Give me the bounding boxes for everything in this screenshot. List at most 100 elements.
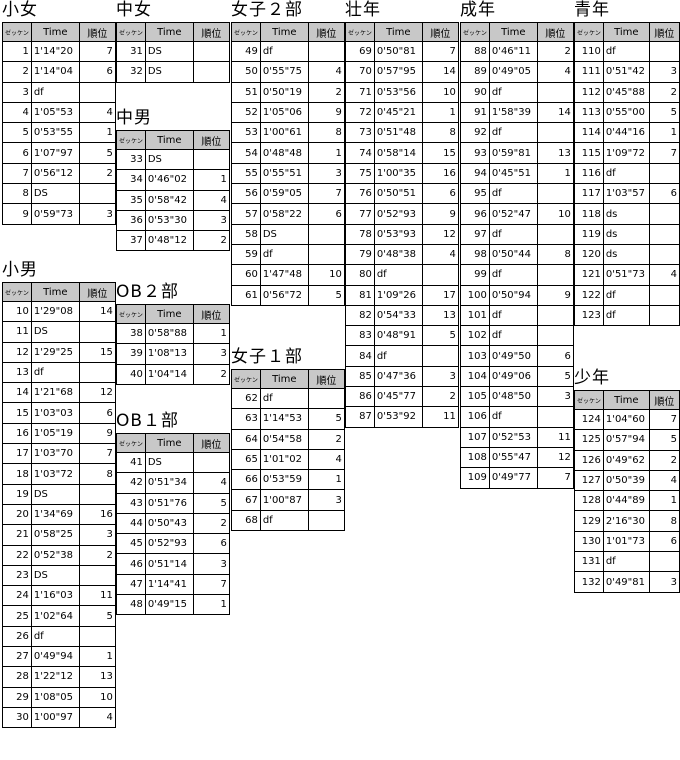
time-cell: 0'57"95 — [373, 61, 423, 83]
time-cell: 1'03"70 — [30, 443, 80, 465]
time-cell: DS — [30, 564, 80, 587]
rank-cell — [307, 40, 345, 63]
time-cell: 0'49"15 — [144, 594, 194, 616]
header-bib: ゼッケン — [574, 390, 604, 410]
rank-cell: 1 — [78, 646, 116, 668]
rank-cell: 7 — [648, 142, 680, 164]
bib-cell: 55 — [231, 162, 261, 185]
rank-cell: 10 — [78, 686, 116, 708]
bib-cell: 58 — [231, 223, 261, 245]
time-cell: 0'54"58 — [259, 428, 309, 450]
rank-cell: 1 — [192, 169, 230, 191]
bib-cell: 5 — [2, 122, 32, 144]
bib-cell: 29 — [2, 686, 32, 708]
group-title: 女子２部 — [231, 0, 303, 20]
bib-cell: 65 — [231, 448, 261, 471]
rank-cell: 5 — [78, 142, 116, 164]
rank-cell: 3 — [307, 489, 345, 511]
time-cell: 1'21"68 — [30, 382, 80, 404]
time-cell: 0'49"05 — [488, 61, 538, 83]
time-cell: df — [30, 81, 80, 103]
rank-cell: 4 — [192, 189, 230, 211]
time-cell: df — [602, 304, 650, 327]
rank-cell — [648, 284, 680, 306]
rank-cell: 17 — [421, 284, 459, 306]
bib-cell: 49 — [231, 40, 261, 63]
bib-cell: 51 — [231, 81, 261, 103]
rank-cell: 1 — [307, 142, 345, 164]
time-cell: 0'51"76 — [144, 492, 194, 514]
bib-cell: 11 — [2, 321, 32, 343]
bib-cell: 18 — [2, 463, 32, 485]
time-cell: df — [488, 264, 538, 286]
time-cell: 0'49"62 — [602, 449, 650, 471]
header-bib: ゼッケン — [2, 282, 32, 302]
time-cell: 1'00"87 — [259, 489, 309, 511]
time-cell: 1'58"39 — [488, 101, 538, 124]
bib-cell: 42 — [116, 472, 146, 494]
bib-cell: 39 — [116, 343, 146, 365]
header-time: Time — [144, 433, 194, 453]
rank-cell — [307, 223, 345, 245]
header-rank: 順位 — [78, 282, 116, 302]
time-cell: 1'29"08 — [30, 300, 80, 323]
time-cell: 0'51"14 — [144, 553, 194, 575]
rank-cell: 2 — [307, 428, 345, 450]
rank-cell: 1 — [192, 322, 230, 345]
time-cell: 0'44"89 — [602, 490, 650, 512]
time-cell: 0'50"81 — [373, 40, 423, 63]
rank-cell — [78, 361, 116, 384]
time-cell: 0'52"38 — [30, 544, 80, 566]
time-cell: 0'59"81 — [488, 142, 538, 164]
bib-cell: 78 — [345, 223, 375, 245]
bib-cell: 61 — [231, 284, 261, 306]
time-cell: 0'56"72 — [259, 284, 309, 306]
bib-cell: 122 — [574, 284, 604, 306]
time-cell: df — [259, 509, 309, 532]
rank-cell: 2 — [78, 544, 116, 566]
time-cell: df — [602, 162, 650, 185]
header-bib: ゼッケン — [116, 130, 146, 150]
time-cell: 1'00"35 — [373, 162, 423, 185]
time-cell: 0'50"39 — [602, 469, 650, 492]
bib-cell: 83 — [345, 325, 375, 347]
bib-cell: 102 — [460, 325, 490, 347]
rank-cell: 6 — [78, 61, 116, 83]
rank-cell: 13 — [78, 666, 116, 688]
bib-cell: 12 — [2, 341, 32, 363]
time-cell: df — [259, 387, 309, 410]
group-title: OB２部 — [116, 282, 180, 302]
group-title: 青年 — [574, 0, 610, 20]
bib-cell: 66 — [231, 469, 261, 491]
group-title: OB１部 — [116, 411, 180, 431]
rank-cell: 1 — [648, 122, 680, 144]
bib-cell: 100 — [460, 284, 490, 306]
rank-cell: 3 — [78, 524, 116, 546]
bib-cell: 70 — [345, 61, 375, 83]
time-cell: 1'09"26 — [373, 284, 423, 306]
bib-cell: 98 — [460, 243, 490, 266]
